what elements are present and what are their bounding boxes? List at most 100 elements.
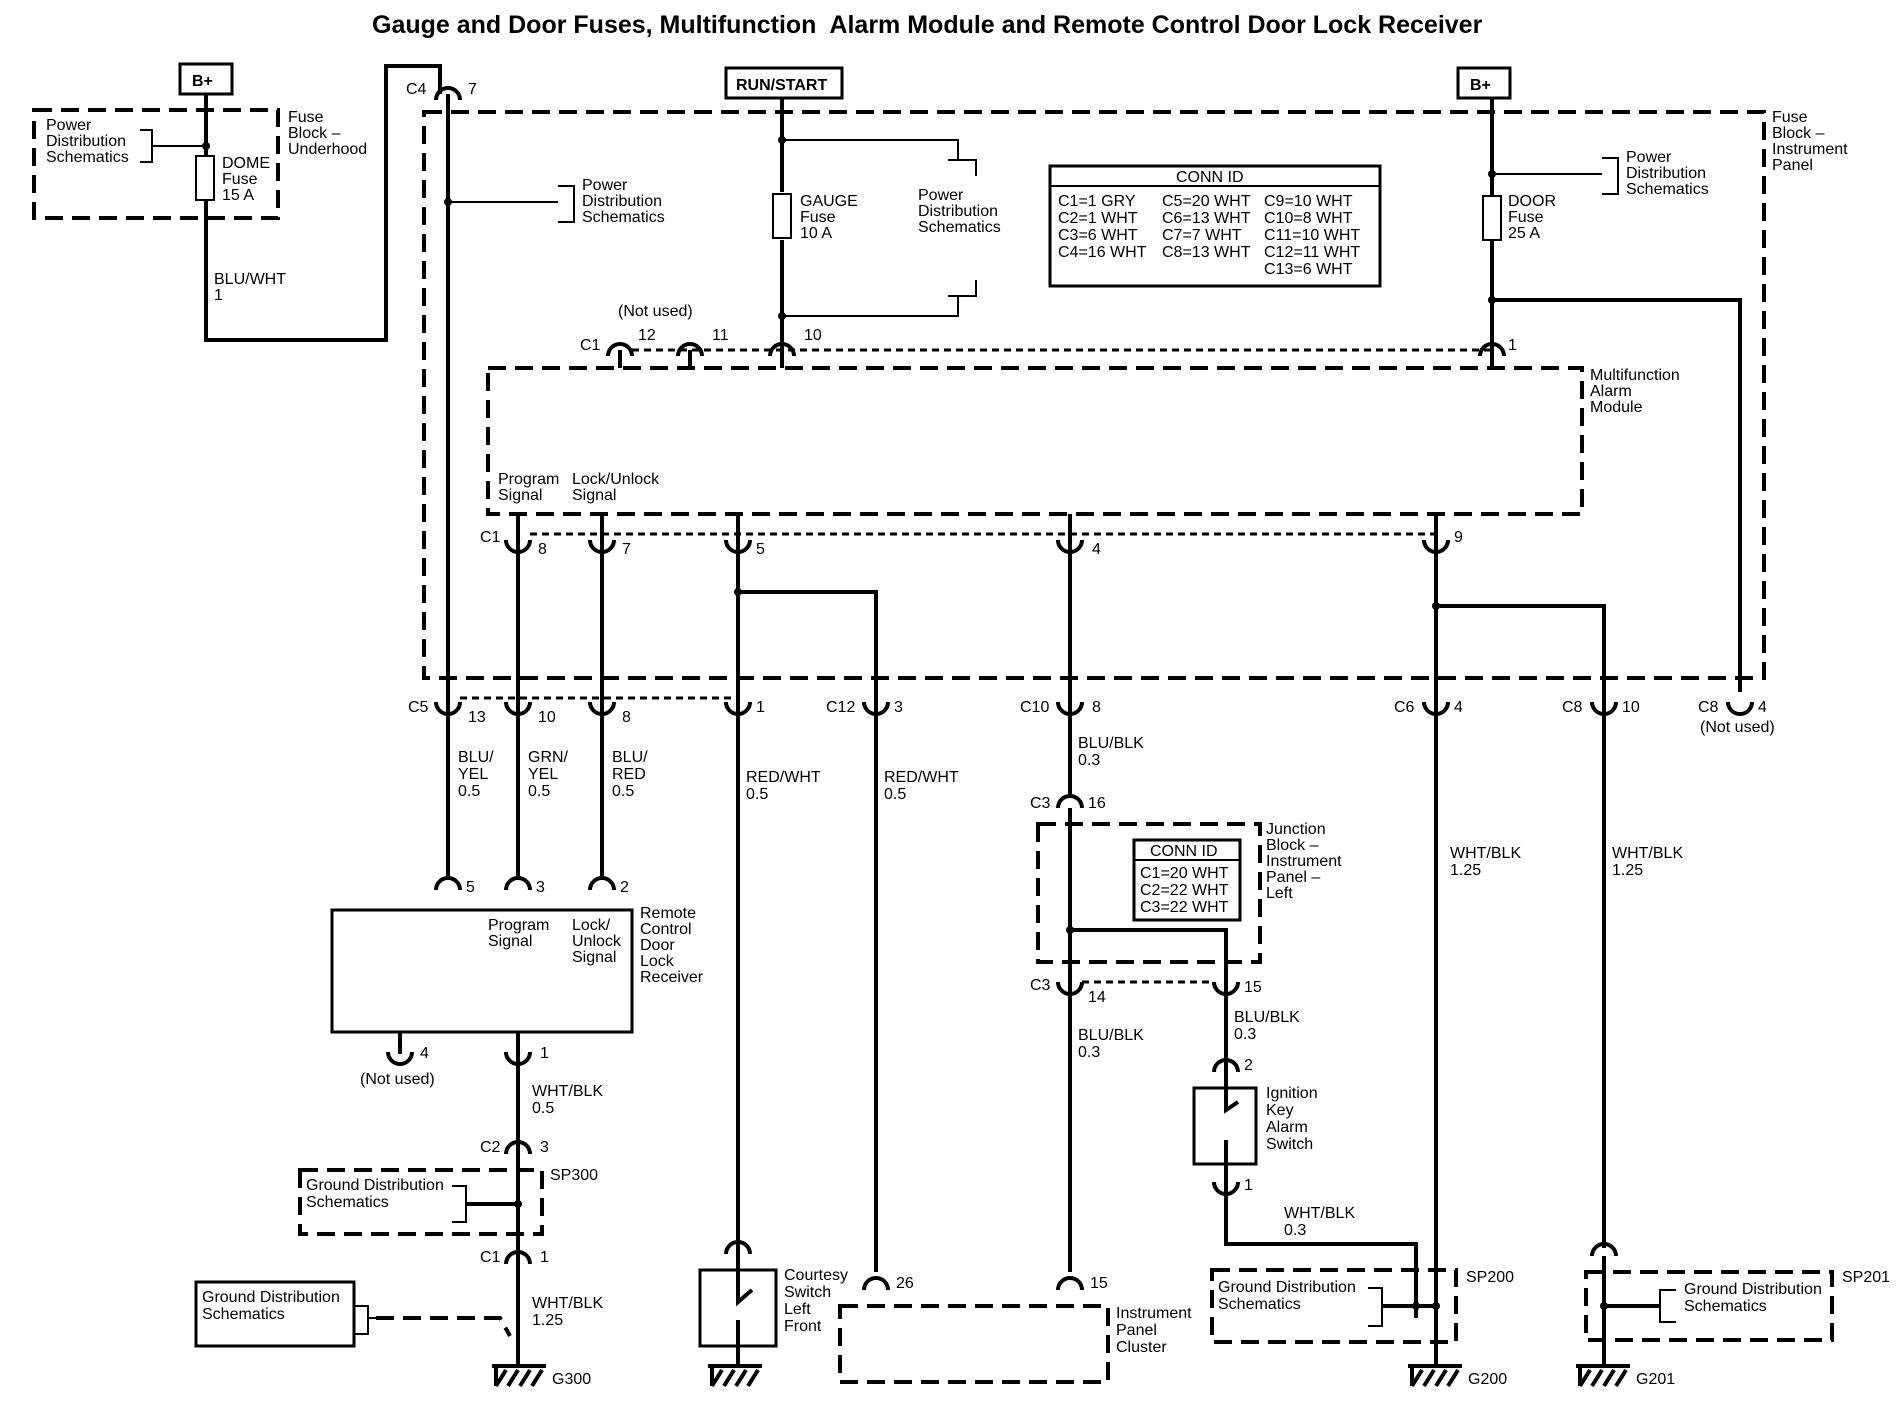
- c5-pin-8: 8: [622, 709, 631, 726]
- c3-16-pin: 16: [1088, 795, 1106, 812]
- gauge-fuse-symbol: [772, 193, 792, 239]
- gauge-fuse-label: GAUGE Fuse 10 A: [800, 193, 862, 242]
- c1-top-not-used: (Not used): [618, 303, 693, 320]
- c1-mid-pin-5: 5: [756, 541, 765, 558]
- rcdl-pin-3: 3: [536, 879, 545, 896]
- wire-blu-blk-c: BLU/BLK 0.3: [1234, 1009, 1304, 1043]
- rcdl-pin-4: 4: [420, 1045, 429, 1062]
- c4-label: C4: [406, 81, 427, 98]
- c8b-not-used: (Not used): [1700, 719, 1775, 736]
- c5-pin-13: 13: [468, 709, 486, 726]
- splice-sp201: Ground Distribution Schematics SP201: [1584, 1256, 1890, 1366]
- c12-label: C12: [826, 699, 855, 716]
- ground-g200: G200: [1408, 1364, 1507, 1388]
- wire-blu-blk-a: BLU/BLK 0.3: [1078, 735, 1148, 769]
- c3-pin-15: 15: [1244, 979, 1262, 996]
- wire-red-wht-2: RED/WHT 0.5: [884, 769, 963, 803]
- ground-dist-ref-sp300: Ground Distribution Schematics: [306, 1177, 448, 1211]
- ignition-key-alarm-switch: [1192, 1066, 1258, 1196]
- junction-conn-id-title: CONN ID: [1150, 843, 1218, 860]
- ipc-label: Instrument Panel Cluster: [1116, 1305, 1196, 1356]
- wire-blu-wht: BLU/WHT 1: [214, 271, 290, 304]
- rcdl-lock-unlock-signal: Lock/ Unlock Signal: [572, 917, 625, 966]
- wire-red-wht-1: RED/WHT 0.5: [746, 769, 825, 803]
- run-start-label: RUN/START: [736, 77, 827, 94]
- fuse-block-underhood: Fuse Block – Underhood Power Distributio…: [32, 108, 367, 220]
- c1-1-label: C1: [480, 1249, 501, 1266]
- c2-label: C2: [480, 1139, 501, 1156]
- ign-pin-2: 2: [1244, 1057, 1253, 1074]
- mfam-label: Multifunction Alarm Module: [1590, 367, 1684, 416]
- c1-top-label: C1: [580, 337, 601, 354]
- dome-fuse-label: DOME Fuse 15 A: [222, 155, 274, 204]
- junction-block-ip-left: Junction Block – Instrument Panel – Left…: [1036, 821, 1346, 964]
- c10-label: C10: [1020, 699, 1049, 716]
- c1-1-pin: 1: [540, 1249, 549, 1266]
- wire-wht-blk-125a: WHT/BLK 1.25: [1450, 845, 1526, 879]
- ground-g300: G300: [492, 1364, 591, 1388]
- wire-blu-blk-b: BLU/BLK 0.3: [1078, 1027, 1148, 1061]
- conn-id-table-fuse-block: CONN ID C1=1 GRY C2=1 WHT C3=6 WHT C4=16…: [1048, 164, 1382, 288]
- multifunction-alarm-module: Multifunction Alarm Module Program Signa…: [486, 366, 1684, 516]
- ground-dist-ref-sp200: Ground Distribution Schematics: [1218, 1279, 1360, 1313]
- c8a-label: C8: [1562, 699, 1583, 716]
- c8b-label: C8: [1698, 699, 1719, 716]
- c3-bottom-label: C3: [1030, 977, 1051, 994]
- power-dist-ref-gauge: Power Distribution Schematics: [918, 187, 1002, 236]
- junction-block-label: Junction Block – Instrument Panel – Left: [1266, 821, 1346, 902]
- c8b-pin-4: 4: [1758, 699, 1767, 716]
- c3-pin-14: 14: [1088, 989, 1106, 1006]
- dome-fuse-symbol: [195, 155, 215, 201]
- wire-blu-yel: BLU/ YEL 0.5: [458, 749, 498, 800]
- door-fuse-label: DOOR Fuse 25 A: [1508, 193, 1560, 242]
- c1-top-pin-12: 12: [638, 327, 656, 344]
- c8a-pin-10: 10: [1622, 699, 1640, 716]
- g200-label: G200: [1468, 1371, 1507, 1388]
- power-dist-ref-underhood: Power Distribution Schematics: [46, 117, 130, 166]
- rcdl-label: Remote Control Door Lock Receiver: [640, 905, 704, 986]
- c1-top-pin-11: 11: [712, 327, 729, 344]
- wire-wht-blk-125c: WHT/BLK 1.25: [532, 1295, 608, 1329]
- conn-id-col2: C5=20 WHT C6=13 WHT C7=7 WHT C8=13 WHT: [1162, 193, 1255, 261]
- b-plus-left: B+: [192, 73, 213, 90]
- sp200-label: SP200: [1466, 1269, 1514, 1286]
- c5-pin-1: 1: [756, 699, 765, 716]
- junction-conn-id-rows: C1=20 WHT C2=22 WHT C3=22 WHT: [1140, 865, 1233, 916]
- rcdl-pin-4-not-used: (Not used): [360, 1071, 435, 1088]
- ground-dist-ref-sp201: Ground Distribution Schematics: [1684, 1281, 1826, 1315]
- ground-dist-ref-g300: Ground Distribution Schematics: [202, 1289, 344, 1323]
- ground-g201: G201: [1576, 1364, 1675, 1388]
- c3-16-label: C3: [1030, 795, 1051, 812]
- door-fuse-symbol: [1482, 195, 1502, 241]
- c1-top-pin-1: 1: [1508, 337, 1517, 354]
- power-dist-ref-c4: Power Distribution Schematics: [582, 177, 666, 226]
- rcdl-pin-5: 5: [466, 879, 475, 896]
- remote-control-door-lock-receiver: Program Signal Lock/ Unlock Signal: [330, 908, 634, 1034]
- c4-pin-7: 7: [468, 81, 477, 98]
- c12-pin-3: 3: [894, 699, 903, 716]
- conn-id-title: CONN ID: [1176, 169, 1244, 186]
- conn-id-col3: C9=10 WHT C10=8 WHT C11=10 WHT C12=11 WH…: [1264, 193, 1364, 278]
- mfam-lock-unlock-signal: Lock/Unlock Signal: [572, 471, 664, 504]
- c1-mid-pin-4: 4: [1092, 541, 1101, 558]
- b-plus-right: B+: [1470, 77, 1491, 94]
- fuse-block-underhood-label: Fuse Block – Underhood: [288, 109, 367, 158]
- c10-pin-8: 8: [1092, 699, 1101, 716]
- courtesy-switch-label: Courtesy Switch Left Front: [784, 1267, 852, 1335]
- wire-blu-red: BLU/ RED 0.5: [612, 749, 652, 800]
- splice-sp300: Ground Distribution Schematics SP300: [298, 1167, 598, 1236]
- wire-wht-blk-03: WHT/BLK 0.3: [1284, 1205, 1360, 1239]
- instrument-panel-cluster: Instrument Panel Cluster: [838, 1304, 1196, 1384]
- c1-mid-pin-9: 9: [1454, 529, 1463, 546]
- c6-pin-4: 4: [1454, 699, 1463, 716]
- wire-grn-yel: GRN/ YEL 0.5: [528, 749, 572, 800]
- fuse-block-ip-label: Fuse Block – Instrument Panel: [1772, 109, 1852, 174]
- ground-courtesy: [708, 1364, 762, 1388]
- ipc-pin-15: 15: [1090, 1275, 1108, 1292]
- rcdl-pin-2: 2: [620, 879, 629, 896]
- c1-top-pin-10: 10: [804, 327, 822, 344]
- ignition-switch-label: Ignition Key Alarm Switch: [1266, 1085, 1322, 1153]
- c1-mid-pin-8: 8: [538, 541, 547, 558]
- g201-label: G201: [1636, 1371, 1675, 1388]
